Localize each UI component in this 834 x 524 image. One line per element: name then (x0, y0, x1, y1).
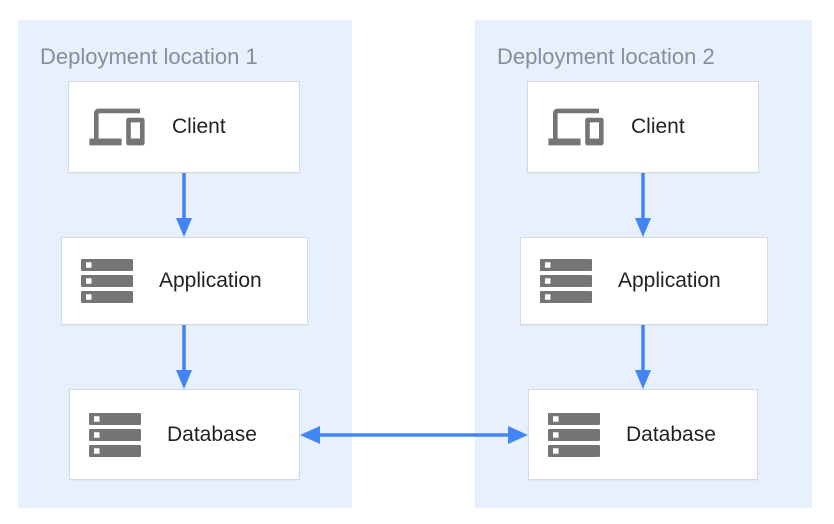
node-label: Client (172, 115, 226, 138)
arrow-client-to-application-1 (176, 173, 192, 237)
devices-icon (547, 104, 605, 150)
arrow-application-to-database-1 (176, 325, 192, 389)
server-stack-icon (540, 259, 592, 303)
client-node: Client (527, 81, 759, 173)
panel-title: Deployment location 1 (40, 44, 258, 69)
node-label: Client (631, 115, 685, 138)
panel-title: Deployment location 2 (497, 44, 715, 69)
server-stack-icon (81, 259, 133, 303)
devices-icon (88, 104, 146, 150)
node-label: Application (159, 269, 262, 292)
node-label: Database (626, 422, 716, 446)
arrow-application-to-database-2 (635, 325, 651, 389)
arrow-database-sync-bidirectional (300, 426, 528, 444)
database-node: Database (528, 389, 758, 480)
application-node: Application (520, 237, 768, 325)
deployment-panel-2: Deployment location 2 Client (475, 20, 812, 508)
server-stack-icon (548, 412, 600, 457)
node-label: Database (167, 422, 257, 446)
server-stack-icon (89, 412, 141, 457)
application-node: Application (61, 237, 308, 325)
client-node: Client (68, 81, 300, 173)
arrow-client-to-application-2 (635, 173, 651, 237)
deployment-panel-1: Deployment location 1 Client (18, 20, 352, 508)
node-label: Application (618, 269, 721, 292)
database-node: Database (69, 389, 300, 480)
